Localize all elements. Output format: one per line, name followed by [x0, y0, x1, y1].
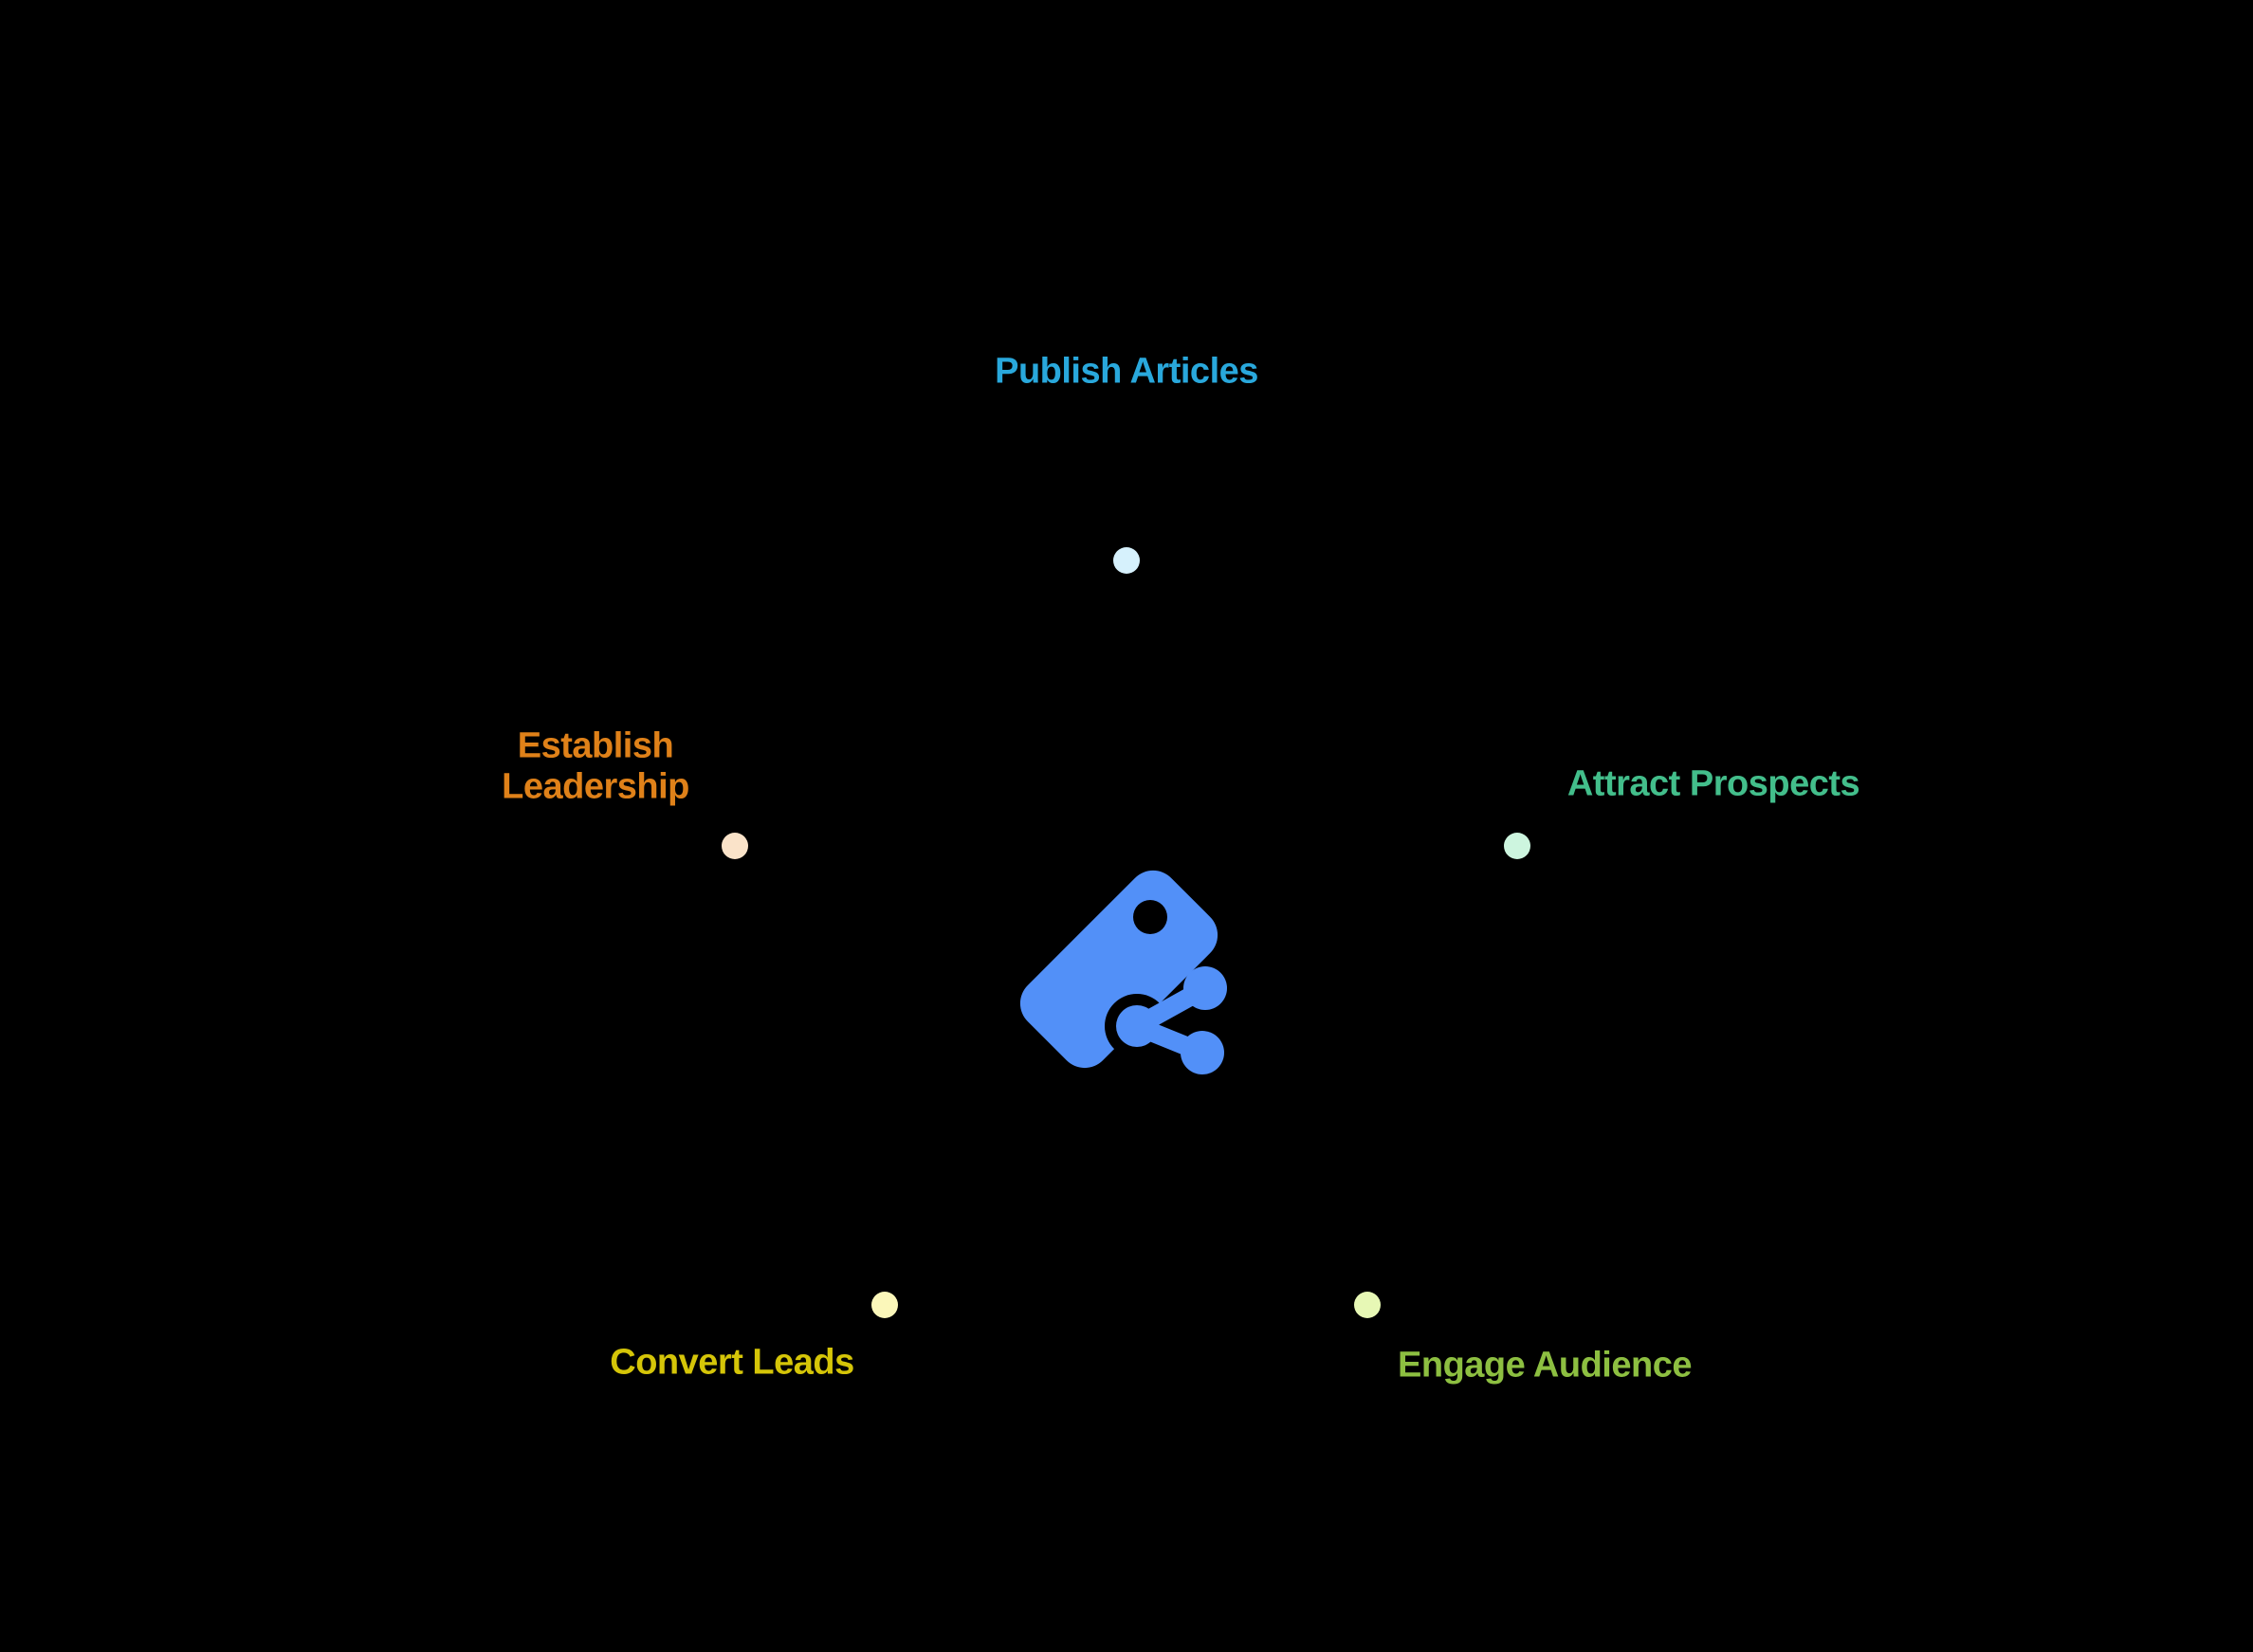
node-label-publish-articles: Publish Articles	[995, 351, 1258, 392]
node-label-convert-leads: Convert Leads	[610, 1342, 854, 1383]
node-dot-attract-prospects	[1504, 833, 1530, 859]
node-label-engage-audience: Engage Audience	[1398, 1345, 1692, 1386]
node-dot-convert-leads	[871, 1292, 898, 1318]
tag-hole	[1133, 900, 1167, 934]
node-dot-engage-audience	[1354, 1292, 1381, 1318]
tag-share-icon	[1019, 870, 1227, 1074]
node-dot-publish-articles	[1113, 547, 1140, 574]
node-label-attract-prospects: Attract Prospects	[1566, 763, 1860, 804]
node-dot-establish-leadership	[722, 833, 748, 859]
node-label-establish-leadership: Establish Leadership	[502, 725, 689, 806]
share-icon	[1116, 966, 1227, 1074]
